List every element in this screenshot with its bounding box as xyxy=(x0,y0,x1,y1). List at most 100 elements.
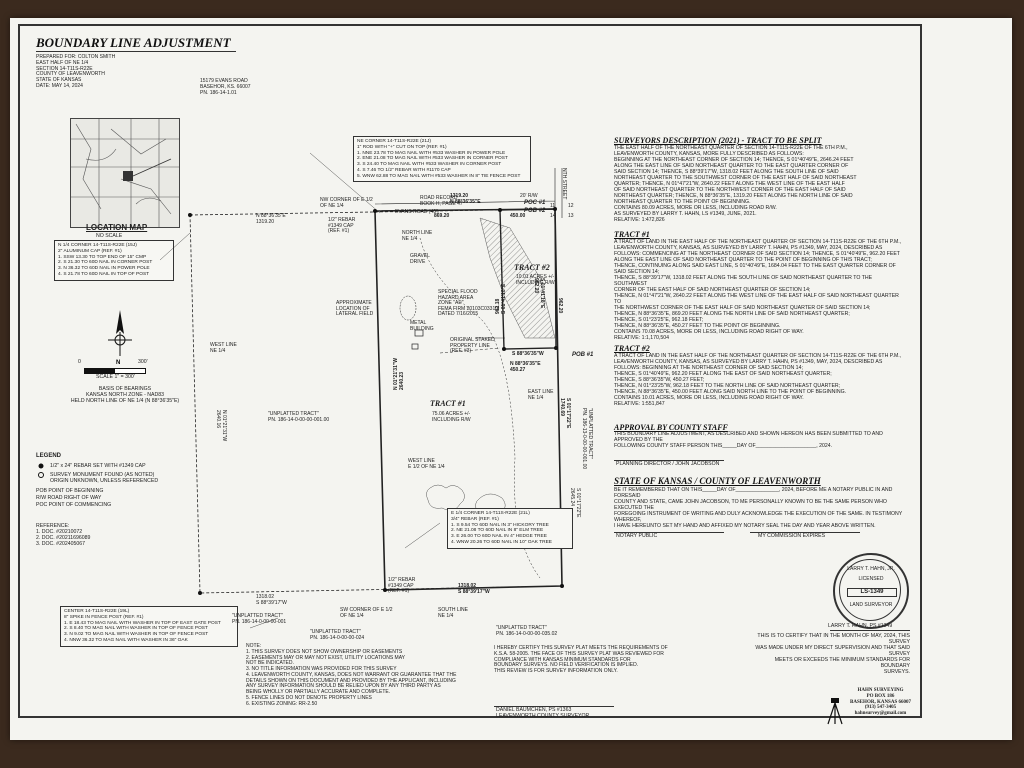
north-line-label: NORTH LINE NE 1/4 xyxy=(402,230,433,242)
commission-label: MY COMMISSION EXPIRES xyxy=(758,533,826,539)
rebar-bottom-label: 1/2" REBAR #1349 CAP (REF. #1) xyxy=(388,577,416,594)
location-map-subtitle: NO SCALE xyxy=(96,233,123,239)
svg-text:N: N xyxy=(116,360,120,366)
dim-450: 450.00 xyxy=(510,213,526,219)
surveyors-description: THE EAST HALF OF THE NORTHEAST QUARTER O… xyxy=(614,145,857,223)
scale-zero: 0 xyxy=(78,359,81,365)
company-info: HAHN SURVEYING PO BOX 186 BASEHOR, KANSA… xyxy=(850,688,911,716)
bearing-right-long: S 01°17'22"E 1740.69 xyxy=(559,398,572,429)
surveyor-signature: LARRY T. HAHN, PS #1349 xyxy=(828,623,893,629)
notary-text: BE IT REMEMBERED THAT ON THIS_____DAY OF… xyxy=(614,487,903,529)
monument-found-icon xyxy=(38,472,44,478)
seal-license-number: LS-1349 xyxy=(847,588,897,597)
original-line-label: ORIGINAL STAKED PROPERTY LINE (REF. #3) xyxy=(450,337,495,354)
poc-label: POC #1 xyxy=(524,200,546,206)
county-surveyor-name: DANIEL BAUMCHEN, PS #1363 LEAVENWORTH CO… xyxy=(496,707,590,719)
section-num-11: 11 xyxy=(550,203,556,209)
sw-corner-label: SW CORNER OF E 1/2 OF NE 1/4 xyxy=(340,607,393,619)
approval-heading: APPROVAL BY COUNTY STAFF xyxy=(614,423,728,432)
unplatted-mid-label: "UNPLATTED TRACT" PN. 186-14-0-00-00-001… xyxy=(268,411,330,423)
bearing-t2-left: 962.18 S 01°41'18"E xyxy=(495,283,507,314)
seal-mid-text: LICENSED xyxy=(858,576,884,582)
title-underline xyxy=(36,51,236,52)
rebar-set-icon xyxy=(38,463,44,469)
commission-line xyxy=(750,532,860,533)
surveyor-seal: LARRY T. HAHN, JR. LICENSED LS-1349 LAND… xyxy=(833,553,909,629)
unplatted-br-label: "UNPLATTED TRACT" PN. 186-14-0-00-00-035… xyxy=(496,625,558,637)
tract2-heading: TRACT #2 xyxy=(614,344,650,353)
legend-item: 1/2" x 24" REBAR SET WITH #1349 CAP xyxy=(50,463,146,469)
section-num-14: 14 xyxy=(550,213,556,219)
tract1-label: TRACT #1 xyxy=(430,399,466,408)
references: REFERENCE: 1. DOC. #20210072 2. DOC. #20… xyxy=(36,523,91,547)
unplatted-right-label: "UNPLATTED TRACT" PN. 186-13-0-00-00-001… xyxy=(581,408,594,470)
tract2-area: 10.01 ACRES +/- INCLUDING R/W xyxy=(516,274,555,286)
scale-bar xyxy=(84,368,146,374)
rebar-top-label: 1/2" REBAR #1349 CAP (REF. #1) xyxy=(328,217,356,234)
legend-title: LEGEND xyxy=(36,453,62,459)
location-map-drawing xyxy=(71,119,179,227)
dim-869: 869.20 xyxy=(434,213,450,219)
scale-label: SCALE 1" = 300' xyxy=(96,374,135,380)
ne-corner-callout: NE CORNER 14-T11S-R22E (21J) 1" ROD WITH… xyxy=(353,136,531,183)
unplatted-bl-label: "UNPLATTED TRACT" PN. 186-14-0-00-00-001 xyxy=(232,613,287,625)
tract2-label: TRACT #2 xyxy=(514,263,550,272)
gravel-drive-label: GRAVEL DRIVE xyxy=(410,253,430,265)
row-label: 20' R/W xyxy=(520,193,538,199)
pob1-label: POB #1 xyxy=(572,352,594,358)
bearing-t2-bottom: S 88°36'35"W xyxy=(512,351,544,357)
bearing-top-left: N 88°36'35"E 1319.20 xyxy=(256,213,286,225)
section-num-12: 12 xyxy=(568,203,574,209)
evans-road-label: EVANS ROAD (40') xyxy=(395,209,439,215)
legend-item: POB POINT OF BEGINNING xyxy=(36,488,104,494)
bearing-west-line: N 01°21'31"W 2640.16 xyxy=(215,410,228,442)
metal-building-label: METAL BUILDING xyxy=(410,320,434,332)
section-num-13: 13 xyxy=(568,213,574,219)
flood-zone-label: SPECIAL FLOOD HAZARD AREA ZONE "AE" FEMA… xyxy=(438,289,500,317)
bearing-t2-right: S 01°41'18"E 962.20 xyxy=(533,278,546,309)
n-quarter-corner-callout: N 1/4 CORNER 14-T11S-R22E (15J) 2" ALUMI… xyxy=(54,240,174,281)
notary-public-label: NOTARY PUBLIC xyxy=(616,533,658,539)
bearing-right-upper: 962.20 xyxy=(557,298,563,314)
bearing-t2-bottom2: N 88°36'35"E 450.27 xyxy=(510,361,541,373)
tract2-description: A TRACT OF LAND IN THE EAST HALF OF THE … xyxy=(614,353,902,407)
legend-item: R/W ROAD RIGHT OF WAY xyxy=(36,495,102,501)
seal-bottom-text: LAND SURVEYOR xyxy=(849,602,893,608)
notary-signature-line xyxy=(614,532,724,533)
survey-sheet: BOUNDARY LINE ADJUSTMENT PREPARED FOR: C… xyxy=(10,18,1012,740)
bearing-bottom-right: 1318.02 S 88°39'17"W xyxy=(458,583,490,595)
legend-symbols xyxy=(38,463,44,478)
surveyors-heading: SURVEYORS DESCRIPTION (2021) - TRACT TO … xyxy=(614,136,822,145)
scale-max: 300' xyxy=(138,359,148,365)
plat-notes: NOTE: 1. THIS SURVEY DOES NOT SHOW OWNER… xyxy=(246,643,457,707)
tract1-heading: TRACT #1 xyxy=(614,230,650,239)
basis-of-bearings: BASIS OF BEARINGS KANSAS NORTH ZONE - NA… xyxy=(70,386,180,404)
bearing-left-long: N 01°21'31"W 2640.23 xyxy=(393,358,405,390)
north-arrow-icon: N xyxy=(108,310,132,366)
lateral-field-label: APPROXIMATE LOCATION OF LATERAL FIELD xyxy=(336,300,374,317)
west-line-ne-label: WEST LINE NE 1/4 xyxy=(210,342,237,354)
nw-corner-label: NW CORNER OF E 1/2 OF NE 1/4 xyxy=(320,197,373,209)
tract1-description: A TRACT OF LAND IN THE EAST HALF OF THE … xyxy=(614,239,902,341)
unplatted-bm-label: "UNPLATTED TRACT" PN. 186-14-0-00-00-024 xyxy=(310,629,365,641)
certification-text: THIS IS TO CERTIFY THAT IN THE MONTH OF … xyxy=(755,633,910,675)
location-map xyxy=(70,118,180,228)
e-quarter-corner-callout: E 1/4 CORNER 14-T11S-R22E (21L) 3/4" REB… xyxy=(447,508,573,549)
nth-street-label: NTH STREET xyxy=(561,168,567,200)
plat-drawing xyxy=(159,152,564,629)
county-review-text: I HEREBY CERTIFY THIS SURVEY PLAT MEETS … xyxy=(494,645,668,674)
east-line-label: EAST LINE NE 1/4 xyxy=(528,389,554,401)
header-info: PREPARED FOR: COLTON SMITH EAST HALF OF … xyxy=(36,54,116,89)
drawing-frame xyxy=(18,24,922,718)
tract1-area: 75.06 ACRES +/- INCLUDING R/W xyxy=(432,411,471,423)
seal-top-text: LARRY T. HAHN, JR. xyxy=(847,566,895,572)
legend-item: SURVEY MONUMENT FOUND (AS NOTED) ORIGIN … xyxy=(50,472,159,484)
tripod-icon xyxy=(827,698,843,725)
legend-item: POC POINT OF COMMENCING xyxy=(36,502,112,508)
road-record-label: ROAD RECORD BOOK H, PAGE 47 xyxy=(420,195,463,207)
state-county-heading: STATE OF KANSAS / COUNTY OF LEAVENWORTH xyxy=(614,476,821,486)
center-corner-callout: CENTER 14-T11S-R22E (19L) 8" SPIKE IN FE… xyxy=(60,606,238,647)
planning-signature-line xyxy=(614,460,724,461)
south-line-label: SOUTH LINE NE 1/4 xyxy=(438,607,469,619)
planning-director: PLANNING DIRECTOR / JOHN JACOBSON xyxy=(616,461,720,467)
